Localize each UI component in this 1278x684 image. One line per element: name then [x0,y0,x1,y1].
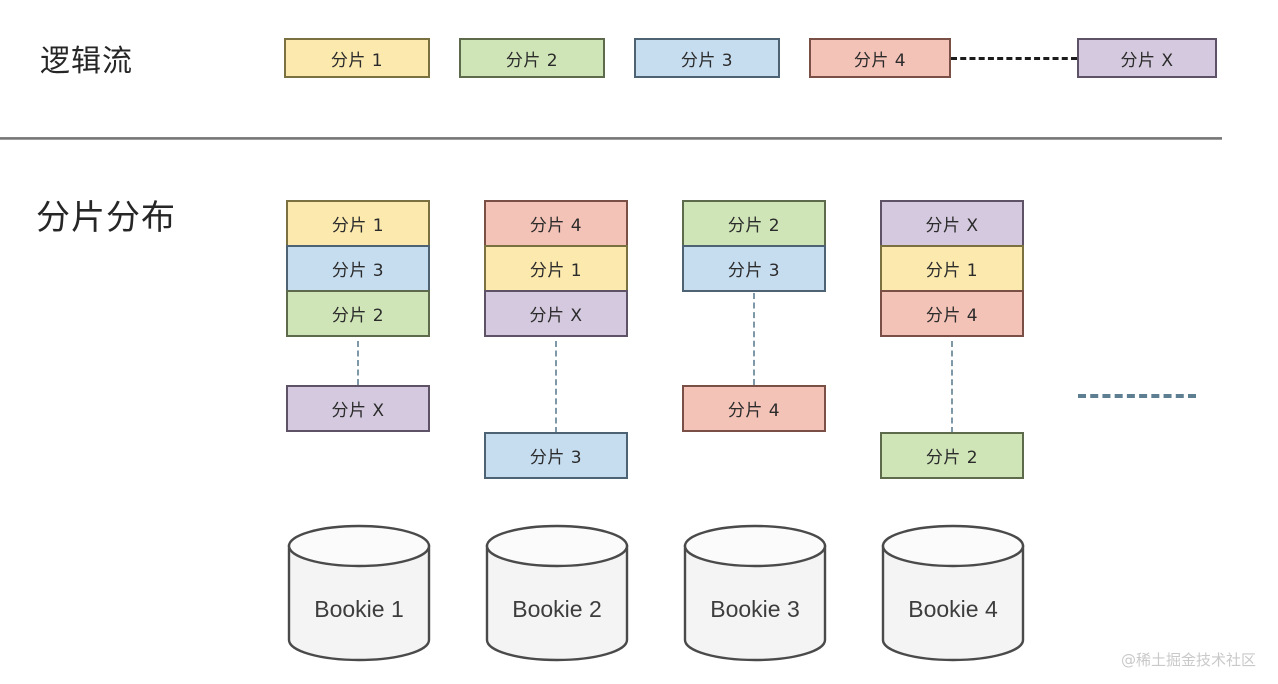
bookie-4-cylinder: Bookie 4 [880,524,1026,662]
column-3-dashed-link [753,293,755,385]
bookie-1-cylinder: Bookie 1 [286,524,432,662]
col1-shard-bottom: 分片 2 [286,290,430,337]
logical-shard-2-label: 分片 2 [505,50,559,71]
bookie-2-label: Bookie 2 [512,596,602,622]
col2-shard-mid-label: 分片 1 [529,261,583,281]
column-4-dashed-link [951,341,953,433]
col3-shard-bottom: 分片 3 [682,245,826,292]
logical-shard-4: 分片 4 [809,38,951,78]
logical-shard-1-label: 分片 1 [330,50,384,71]
column-2-dashed-link [555,341,557,433]
section-title-logical-flow: 逻辑流 [40,44,133,79]
cylinder-shape-icon [881,524,1025,662]
cylinder-shape-icon [485,524,629,662]
col4-detached-shard-label: 分片 2 [925,448,979,468]
col1-shard-mid: 分片 3 [286,245,430,292]
column-3-stack: 分片 2 分片 3 [682,200,826,292]
col3-shard-top: 分片 2 [682,200,826,247]
section-divider [0,137,1222,140]
section-title-shard-distribution: 分片分布 [36,198,176,238]
col2-shard-top-label: 分片 4 [529,216,583,236]
watermark: @稀土掘金技术社区 [1120,651,1256,669]
bookie-2-cylinder: Bookie 2 [484,524,630,662]
col4-shard-top: 分片 X [880,200,1024,247]
logical-shard-x: 分片 X [1077,38,1217,78]
col2-shard-bottom-label: 分片 X [529,306,583,326]
logical-shard-2: 分片 2 [459,38,605,78]
column-4-stack: 分片 X 分片 1 分片 4 [880,200,1024,337]
col4-shard-bottom: 分片 4 [880,290,1024,337]
bookie-1-label: Bookie 1 [314,596,404,622]
col2-detached-shard-label: 分片 3 [529,448,583,468]
logical-shard-1: 分片 1 [284,38,430,78]
col1-shard-bottom-label: 分片 2 [331,306,385,326]
distribution-continuation-dashes [1078,394,1196,398]
col4-shard-mid: 分片 1 [880,245,1024,292]
col1-detached-shard: 分片 X [286,385,430,432]
logical-shard-3: 分片 3 [634,38,780,78]
bookie-3-cylinder: Bookie 3 [682,524,828,662]
bookie-4-label: Bookie 4 [908,596,998,622]
col2-shard-mid: 分片 1 [484,245,628,292]
col1-detached-shard-label: 分片 X [331,401,385,421]
logical-flow-dashed-connector [951,57,1077,60]
cylinder-shape-icon [683,524,827,662]
col3-detached-shard-label: 分片 4 [727,401,781,421]
column-1-dashed-link [357,341,359,385]
logical-shard-4-label: 分片 4 [853,50,907,71]
col4-detached-shard: 分片 2 [880,432,1024,479]
col1-shard-mid-label: 分片 3 [331,261,385,281]
logical-shard-x-label: 分片 X [1120,50,1174,71]
col3-detached-shard: 分片 4 [682,385,826,432]
col4-shard-bottom-label: 分片 4 [925,306,979,326]
col4-shard-mid-label: 分片 1 [925,261,979,281]
col2-shard-bottom: 分片 X [484,290,628,337]
col1-shard-top-label: 分片 1 [331,216,385,236]
col2-shard-top: 分片 4 [484,200,628,247]
column-1-stack: 分片 1 分片 3 分片 2 [286,200,430,337]
cylinder-shape-icon [287,524,431,662]
col2-detached-shard: 分片 3 [484,432,628,479]
column-2-stack: 分片 4 分片 1 分片 X [484,200,628,337]
col3-shard-top-label: 分片 2 [727,216,781,236]
bookie-3-label: Bookie 3 [710,596,800,622]
col3-shard-bottom-label: 分片 3 [727,261,781,281]
col4-shard-top-label: 分片 X [925,216,979,236]
logical-shard-3-label: 分片 3 [680,50,734,71]
col1-shard-top: 分片 1 [286,200,430,247]
